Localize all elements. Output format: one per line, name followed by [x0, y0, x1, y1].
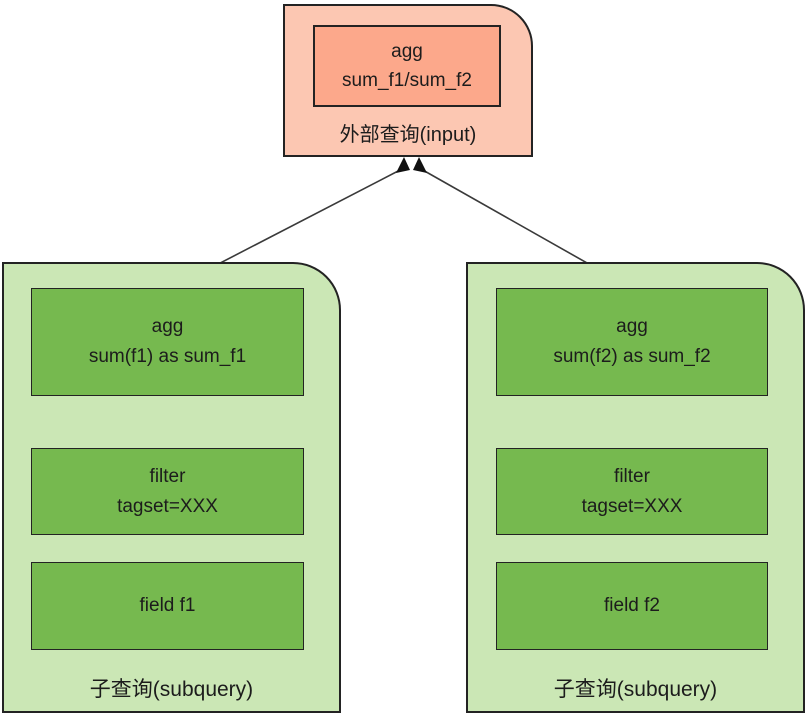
subquery-1-field-node: field f1	[31, 562, 304, 650]
subquery-1-filter-node: filter tagset=XXX	[31, 448, 304, 535]
subquery-2-field-title: field f2	[604, 595, 660, 616]
subquery-1-agg-title: agg	[151, 316, 184, 337]
arrowhead-right	[413, 157, 427, 173]
outer-query-label: 外部查询(input)	[339, 124, 477, 146]
subquery-2-filter-expression: tagset=XXX	[581, 495, 683, 517]
subquery-2-agg-expression: sum(f2) as sum_f2	[553, 346, 711, 367]
subquery-2-agg-title: agg	[616, 316, 648, 337]
arrowhead-left	[396, 157, 410, 173]
subquery-1-label: 子查询(subquery)	[89, 678, 254, 701]
subquery-1-agg-expression: sum(f1) as sum_f1	[88, 346, 247, 367]
subquery-1-field-title: field f1	[139, 595, 196, 616]
outer-agg-title: agg	[391, 41, 423, 62]
subquery-1-filter-expression: tagset=XXX	[117, 495, 218, 517]
subquery-group-1: agg sum(f1) as sum_f1 filter tagset=XXX …	[2, 262, 341, 713]
subquery-2-filter-node: filter tagset=XXX	[496, 448, 768, 535]
subquery-2-field-node: field f2	[496, 562, 768, 650]
subquery-1-agg-node: agg sum(f1) as sum_f1	[31, 288, 304, 396]
subquery-group-2: agg sum(f2) as sum_f2 filter tagset=XXX …	[466, 262, 805, 713]
subquery-2-agg-node: agg sum(f2) as sum_f2	[496, 288, 768, 396]
outer-query-agg-node: agg sum_f1/sum_f2	[313, 25, 501, 107]
subquery-2-filter-title: filter	[614, 465, 650, 487]
outer-query-group: agg sum_f1/sum_f2 外部查询(input)	[283, 4, 533, 157]
subquery-1-filter-title: filter	[149, 465, 186, 487]
outer-agg-expression: sum_f1/sum_f2	[342, 70, 472, 91]
subquery-2-label: 子查询(subquery)	[553, 678, 718, 701]
